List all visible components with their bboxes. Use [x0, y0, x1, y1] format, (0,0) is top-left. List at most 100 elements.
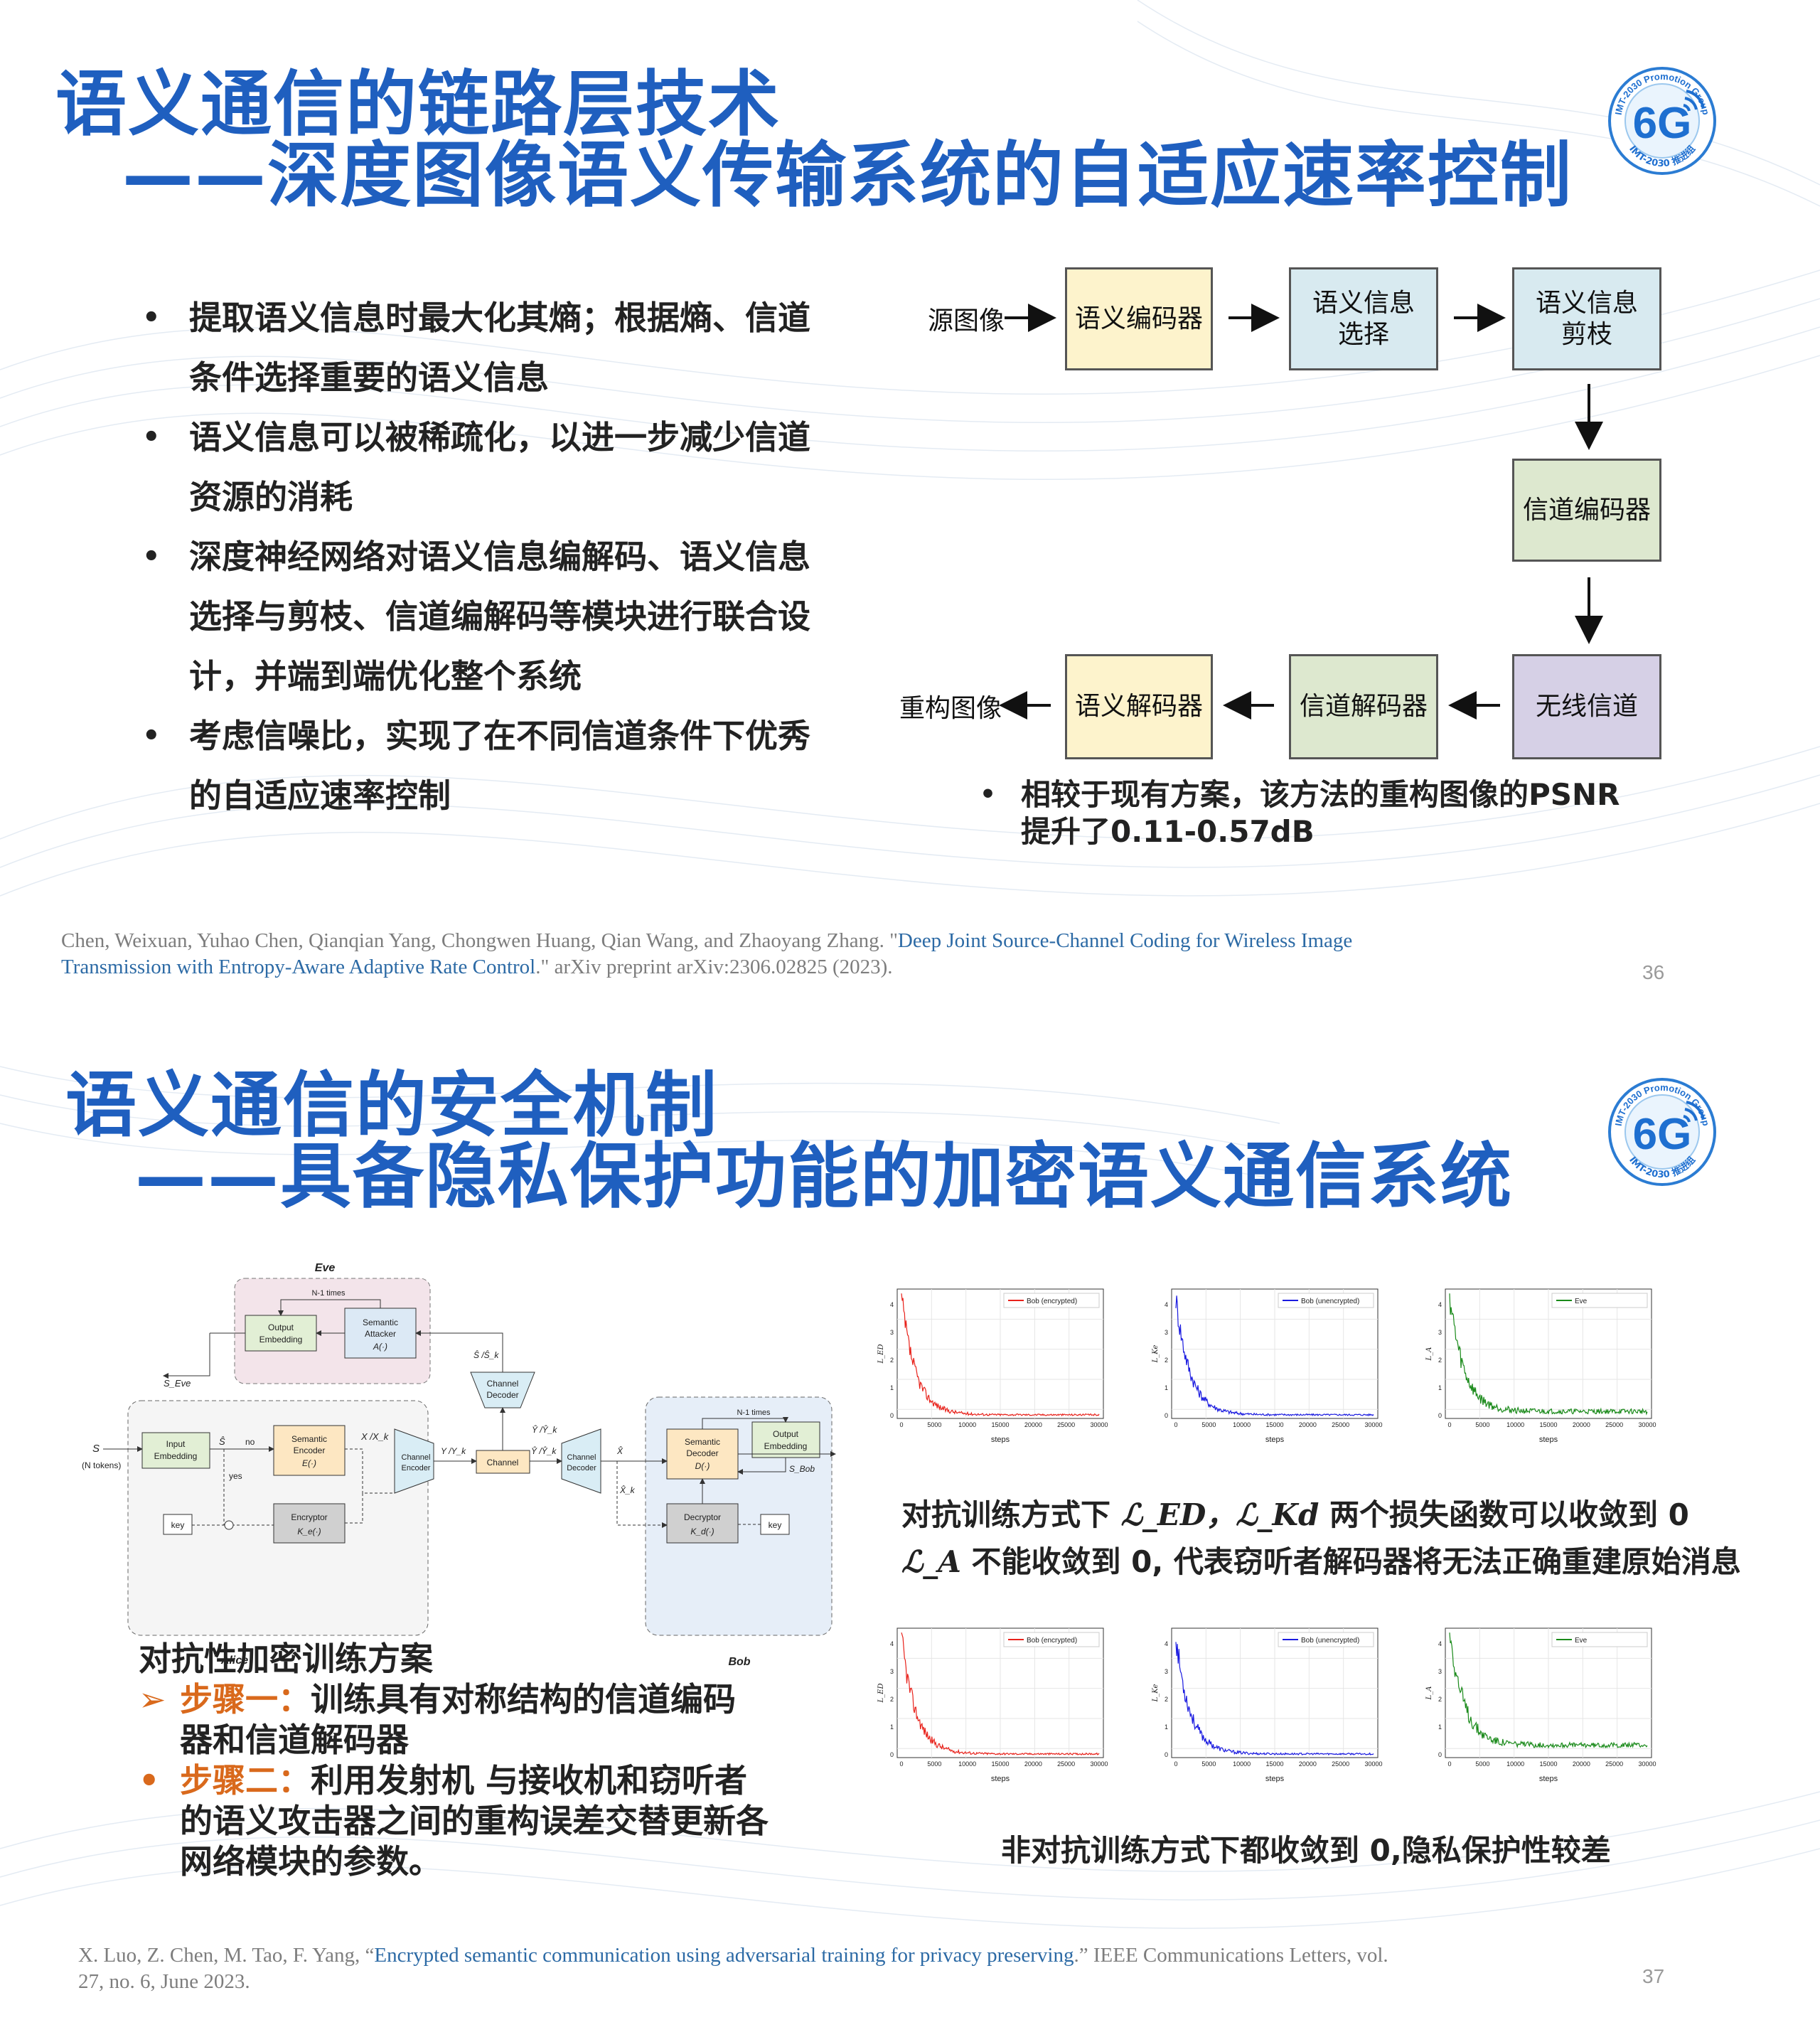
svg-text:Decoder: Decoder [686, 1448, 718, 1458]
svg-text:Ŝ /Ŝ_k: Ŝ /Ŝ_k [473, 1349, 499, 1360]
eve-label: Eve [315, 1262, 336, 1274]
x-tick-label: 0 [899, 1760, 903, 1768]
svg-text:X̂: X̂ [616, 1445, 623, 1456]
y-tick-label: 2 [1165, 1696, 1168, 1703]
key-box-alice: key [171, 1520, 185, 1530]
y-tick-label: 0 [1438, 1751, 1442, 1758]
y-tick-label: 3 [1438, 1329, 1442, 1336]
x-tick-label: 10000 [1233, 1760, 1251, 1768]
reference-link-cont[interactable]: Transmission with Entropy-Aware Adaptive… [61, 956, 536, 978]
x-tick-label: 20000 [1299, 1760, 1317, 1768]
arrow-bullet-icon: ➢ [139, 1680, 166, 1718]
encrypted-semcom-system-diagram: Eve N-1 times Output Embedding Semantic … [82, 1262, 836, 1668]
semantic-decoder-box: Semantic [685, 1437, 720, 1447]
x-tick-label: 0 [1174, 1421, 1177, 1428]
chart-legend: Eve [1551, 1293, 1648, 1308]
x-tick-label: 5000 [1475, 1760, 1489, 1768]
x-tick-label: 30000 [1090, 1760, 1108, 1768]
wireless-channel-box: 无线信道 [1512, 654, 1661, 759]
x-tick-label: 30000 [1090, 1421, 1108, 1428]
reconstructed-image-label: 重构图像 [899, 694, 1002, 723]
y-tick-label: 4 [1438, 1301, 1442, 1308]
chart-legend: Bob (unencrypted) [1278, 1632, 1374, 1647]
svg-text:K_d(·): K_d(·) [690, 1527, 714, 1536]
channel-decoder-eve: Channel [487, 1379, 519, 1389]
x-tick-label: 10000 [1233, 1421, 1251, 1428]
decryptor-box: Decryptor [684, 1512, 721, 1522]
slide-title-line2: ——深度图像语义传输系统的自适应速率控制 [122, 134, 1573, 217]
svg-text:Encoder: Encoder [294, 1445, 326, 1455]
source-image-label: 源图像 [928, 306, 1005, 336]
legend-label: Bob (unencrypted) [1301, 1637, 1359, 1645]
reference-link[interactable]: Deep Joint Source-Channel Coding for Wir… [897, 929, 1353, 952]
x-tick-label: 30000 [1364, 1421, 1382, 1428]
caption-non-adversarial: 非对抗训练方式下都收敛到 0,隐私保护性较差 [1001, 1833, 1611, 1868]
y-axis-label: L_Ke [1152, 1684, 1160, 1703]
slide-37: 语义通信的安全机制 ——具备隐私保护功能的加密语义通信系统 6G IMT-203… [0, 1010, 1820, 2042]
y-tick-label: 2 [1438, 1696, 1442, 1703]
step1-item: ➢ 步骤一：训练具有对称结构的信道编码器和信道解码器 [139, 1680, 736, 1759]
y-tick-label: 2 [1438, 1357, 1442, 1364]
x-tick-label: 0 [1447, 1760, 1451, 1768]
chart-legend: Bob (encrypted) [1003, 1632, 1100, 1647]
alice-label: Alice [220, 1655, 248, 1667]
x-tick-label: 10000 [1506, 1421, 1524, 1428]
x-tick-label: 5000 [927, 1421, 941, 1428]
x-tick-label: 25000 [1605, 1421, 1623, 1428]
x-tick-label: 10000 [1506, 1760, 1524, 1768]
output-embedding-bob: Output [773, 1429, 799, 1439]
legend-label: Bob (encrypted) [1027, 1298, 1077, 1305]
svg-text:X /X_k: X /X_k [360, 1431, 390, 1442]
scheme-title: 对抗性加密训练方案 [139, 1640, 433, 1678]
slide-title-line1: 语义通信的安全机制 [65, 1064, 718, 1147]
x-tick-label: 15000 [1265, 1421, 1283, 1428]
x-tick-label: 25000 [1057, 1760, 1075, 1768]
y-tick-label: 1 [890, 1723, 894, 1731]
svg-text:A(·): A(·) [373, 1342, 387, 1352]
x-tick-label: 25000 [1057, 1421, 1075, 1428]
x-tick-label: 0 [899, 1421, 903, 1428]
channel-encoder-box: Channel [402, 1453, 431, 1462]
x-tick-label: 5000 [1201, 1421, 1216, 1428]
y-tick-label: 4 [890, 1640, 894, 1647]
s-input-label: S [92, 1443, 100, 1455]
slide-title-line2: ——具备隐私保护功能的加密语义通信系统 [135, 1135, 1513, 1218]
y-tick-label: 0 [890, 1751, 894, 1758]
svg-text:Decoder: Decoder [486, 1390, 518, 1400]
bullet-item: 深度神经网络对语义信息编解码、语义信息选择与剪枝、信道编解码等模块进行联合设计，… [142, 527, 853, 706]
loss-curve-line [1175, 1642, 1374, 1756]
svg-text:Ŷ /Ŷ_k: Ŷ /Ŷ_k [531, 1445, 557, 1456]
channel-encoder-box: 信道编码器 [1512, 459, 1661, 562]
x-tick-label: 20000 [1299, 1421, 1317, 1428]
yes-label: yes [229, 1471, 242, 1481]
x-tick-label: 10000 [958, 1760, 976, 1768]
reference-link[interactable]: Encrypted semantic communication using a… [374, 1944, 1074, 1967]
y-tick-label: 1 [1165, 1384, 1168, 1391]
flow-arrows [999, 304, 1603, 720]
key-box-bob: key [769, 1520, 782, 1530]
n1-times-label-eve: N-1 times [311, 1289, 346, 1298]
channel-decoder-box: 信道解码器 [1289, 654, 1438, 759]
x-axis-label: steps [1265, 1436, 1285, 1443]
semantic-pruning-box: 语义信息剪枝 [1512, 267, 1661, 370]
x-axis-label: steps [1539, 1436, 1558, 1443]
x-tick-label: 30000 [1638, 1760, 1656, 1768]
x-axis-label: steps [991, 1436, 1010, 1443]
caption-adversarial-line1: 对抗训练方式下 ℒ_ED，ℒ_Kd 两个损失函数可以收敛到 0 [901, 1497, 1689, 1532]
svg-text:Encoder: Encoder [402, 1464, 431, 1472]
y-tick-label: 2 [890, 1696, 894, 1703]
y-tick-label: 0 [1438, 1412, 1442, 1419]
y-tick-label: 1 [890, 1384, 894, 1391]
training-scheme: 对抗性加密训练方案 ➢ 步骤一：训练具有对称结构的信道编码器和信道解码器 • 步… [139, 1639, 814, 1882]
s-bob-label: S_Bob [789, 1464, 815, 1474]
x-tick-label: 0 [1174, 1760, 1177, 1768]
svg-text:D(·): D(·) [695, 1461, 710, 1471]
x-tick-label: 15000 [1539, 1760, 1557, 1768]
output-embedding-eve: Output [268, 1322, 294, 1332]
input-embedding-box: Input [166, 1439, 186, 1449]
no-label: no [245, 1437, 255, 1447]
